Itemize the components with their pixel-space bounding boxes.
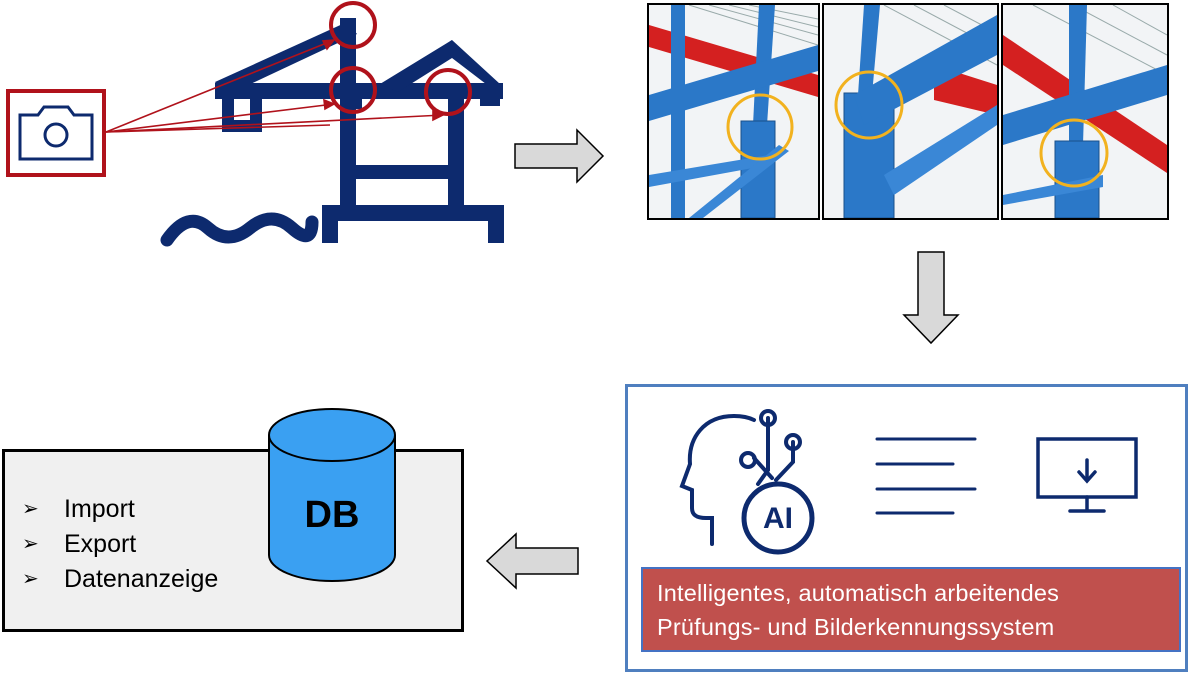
camera-icon <box>18 105 94 161</box>
arrow-left-icon <box>485 532 579 590</box>
list-item: ➢ Export <box>22 527 218 562</box>
bullet-arrow-icon: ➢ <box>22 533 39 555</box>
list-item-import: Import <box>64 495 135 523</box>
water-waves-icon <box>160 212 319 247</box>
list-item: ➢ Datenanzeige <box>22 562 218 597</box>
caption-line-1: Intelligentes, automatisch arbeitendes <box>657 580 1060 606</box>
bullet-arrow-icon: ➢ <box>22 568 39 590</box>
inspection-circle <box>329 1 377 49</box>
ai-system-caption: Intelligentes, automatisch arbeitendes P… <box>641 567 1181 652</box>
text-lines-icon <box>875 437 977 515</box>
list-item-datenanzeige: Datenanzeige <box>64 565 219 593</box>
inspection-photo-3 <box>1001 3 1169 220</box>
list-item-export: Export <box>64 530 137 558</box>
crane-icon <box>215 18 504 243</box>
camera-frame <box>6 89 106 177</box>
database-cylinder-icon: DB <box>268 408 396 582</box>
list-item: ➢ Import <box>22 492 218 527</box>
inspection-photo-1 <box>647 3 820 220</box>
ai-head-icon: AI <box>679 409 815 555</box>
db-function-list: ➢ Import ➢ Export ➢ Datenanzeige <box>22 492 218 597</box>
inspection-circle <box>424 68 472 116</box>
monitor-download-icon <box>1036 437 1138 513</box>
crane-illustration <box>105 1 504 247</box>
bullet-arrow-icon: ➢ <box>22 498 39 520</box>
inspection-circle <box>329 66 377 114</box>
inspection-photo-2 <box>822 3 999 220</box>
ai-label: AI <box>763 502 793 535</box>
arrow-down-icon <box>902 251 960 345</box>
db-label: DB <box>305 494 360 536</box>
caption-line-2: Prüfungs- und Bilderkennungssystem <box>657 614 1055 640</box>
arrow-right-icon <box>514 128 605 184</box>
